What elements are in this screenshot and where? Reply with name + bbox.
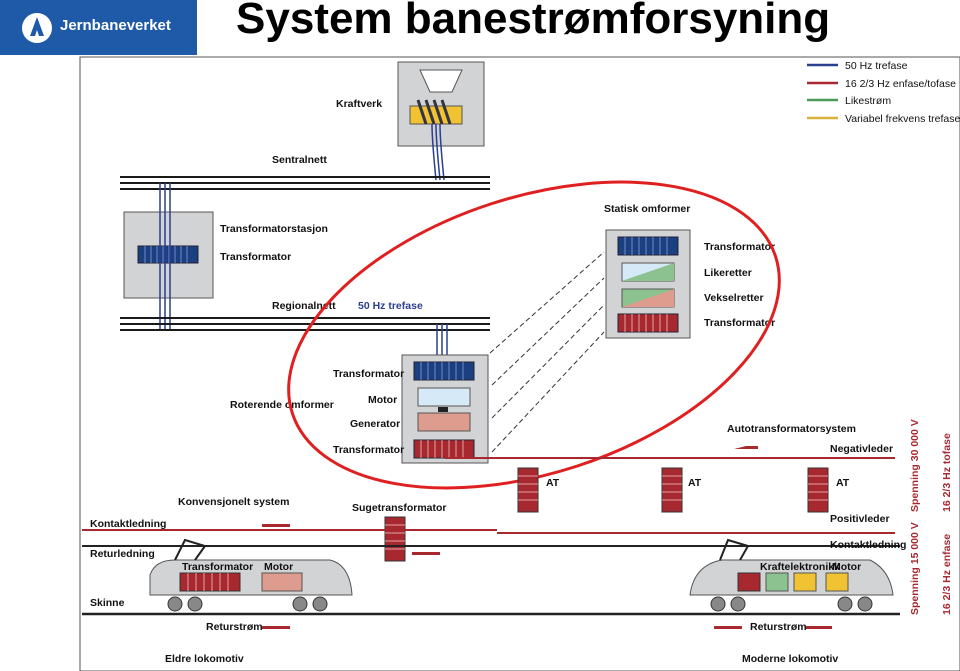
transformer-icon <box>737 572 761 592</box>
label-spenning-30000: Spenning 30 000 V <box>909 419 921 512</box>
logo-emblem-icon <box>22 13 52 43</box>
transformer-icon <box>137 245 199 264</box>
spenning-labels: Spenning 30 000 V 16 2/3 Hz tofase Spenn… <box>909 419 953 615</box>
roterende-omformer-block: Transformator Motor Generator Transforma… <box>230 324 489 464</box>
legend-label: 16 2/3 Hz enfase/tofase <box>845 78 956 90</box>
label-negativleder: Negativleder <box>830 443 893 455</box>
logo-text: Jernbaneverket <box>60 17 171 34</box>
label-motor: Motor <box>832 561 861 573</box>
label-transformator: Transformator <box>704 317 775 329</box>
label-regionalnett: Regionalnett <box>272 300 336 312</box>
legend-label: 50 Hz trefase <box>845 60 908 72</box>
label-transformator: Transformator <box>333 444 404 456</box>
label-vekselretter: Vekselretter <box>704 292 764 304</box>
transformer-icon <box>617 236 679 256</box>
generator-icon <box>417 412 471 432</box>
jernbaneverket-logo: Jernbaneverket <box>0 0 197 55</box>
highlight-ellipse <box>287 180 781 490</box>
transformer-icon <box>179 572 241 592</box>
winding-icon <box>416 99 452 125</box>
label-konvensjonelt-system: Konvensjonelt system <box>178 496 289 508</box>
kraftverk-block: Kraftverk <box>336 61 485 181</box>
autotransformator-lines: Autotransformatorsystem Negativleder Pos… <box>445 423 895 534</box>
legend-label: Likestrøm <box>845 95 891 107</box>
turbine-icon <box>419 69 463 93</box>
transformer-icon <box>413 361 475 381</box>
label-motor: Motor <box>264 561 293 573</box>
legend-label: Variabel frekvens trefase <box>845 113 960 125</box>
label-kontaktledning: Kontaktledning <box>90 518 166 530</box>
label-skinne: Skinne <box>90 597 125 609</box>
at-transformer-icon <box>661 467 683 513</box>
label-kontaktledning: Kontaktledning <box>830 539 906 551</box>
dashed-connectors <box>489 251 605 453</box>
label-hz-tofase: 16 2/3 Hz tofase <box>941 433 953 512</box>
label-at: AT <box>688 477 702 489</box>
label-moderne-lokomotiv: Moderne lokomotiv <box>742 653 838 665</box>
sugetransformator-icon <box>384 516 406 562</box>
regionalnett-lines <box>120 317 490 331</box>
konvensjonelt-system: Konvensjonelt system Sugetransformator K… <box>82 496 900 616</box>
label-returledning: Returledning <box>90 548 155 560</box>
label-transformator: Transformator <box>182 561 253 573</box>
label-sugetransformator: Sugetransformator <box>352 502 447 514</box>
rectifier-icon <box>765 572 789 592</box>
at-transformer-icon <box>807 467 829 513</box>
inverter-icon <box>793 572 817 592</box>
eldre-lokomotiv: Transformator Motor Returstrøm Eldre lok… <box>149 538 353 665</box>
statisk-omformer-block: Transformator Likeretter Vekselretter Tr… <box>604 203 775 339</box>
label-50hz-trefase: 50 Hz trefase <box>358 300 423 312</box>
label-transformator: Transformator <box>333 368 404 380</box>
transformatorstasjon-block: Transformatorstasjon Transformator <box>123 183 328 330</box>
label-transformator: Transformator <box>704 241 775 253</box>
label-likeretter: Likeretter <box>704 267 752 279</box>
label-sentralnett: Sentralnett <box>272 154 327 166</box>
label-statisk-omformer: Statisk omformer <box>604 203 690 215</box>
label-generator: Generator <box>350 418 400 430</box>
label-autotransformatorsystem: Autotransformatorsystem <box>727 423 856 435</box>
sentralnett-lines <box>120 176 490 190</box>
label-transformator: Transformator <box>220 251 291 263</box>
label-returstrom: Returstrøm <box>750 621 807 633</box>
transformer-icon <box>413 439 475 459</box>
motor-icon <box>261 572 303 592</box>
label-motor: Motor <box>368 394 397 406</box>
motor-icon <box>825 572 849 592</box>
label-hz-enfase: 16 2/3 Hz enfase <box>941 534 953 615</box>
pantograph-icon <box>174 538 207 561</box>
moderne-lokomotiv: Kontaktledning Kraftelektronikk Motor Re… <box>689 538 906 665</box>
label-positivleder: Positivleder <box>830 513 890 525</box>
legend: 50 Hz trefase 16 2/3 Hz enfase/tofase Li… <box>807 60 960 125</box>
page-title: System banestrømforsyning <box>236 0 831 43</box>
label-at: AT <box>546 477 560 489</box>
at-transformers: AT AT AT <box>517 467 850 513</box>
label-returstrom: Returstrøm <box>206 621 263 633</box>
label-kraftverk: Kraftverk <box>336 98 382 110</box>
at-transformer-icon <box>517 467 539 513</box>
label-kraftelektronikk: Kraftelektronikk <box>760 561 840 573</box>
label-roterende-omformer: Roterende omformer <box>230 399 334 411</box>
pantograph-icon <box>719 538 750 561</box>
label-at: AT <box>836 477 850 489</box>
motor-icon <box>417 387 471 407</box>
label-transformatorstasjon: Transformatorstasjon <box>220 223 328 235</box>
label-eldre-lokomotiv: Eldre lokomotiv <box>165 653 244 665</box>
label-spenning-15000: Spenning 15 000 V <box>909 522 921 615</box>
transformer-icon <box>617 313 679 333</box>
